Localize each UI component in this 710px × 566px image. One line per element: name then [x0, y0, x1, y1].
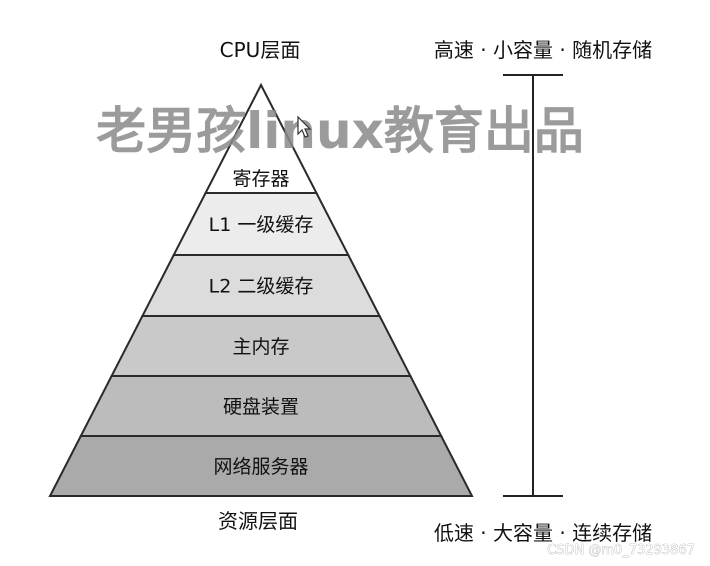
pyramid-tier-label-5: 硬盘装置	[223, 396, 299, 418]
pyramid-tier-label-2: L1 一级缓存	[209, 214, 314, 236]
watermark-text: 老男孩linux教育出品	[96, 102, 584, 160]
mouse-cursor-icon	[297, 115, 312, 138]
scale-bottom-text: 低速 · 大容量 · 连续存储	[434, 521, 652, 545]
pyramid	[48, 82, 474, 497]
bottom-label: 资源层面	[218, 509, 298, 533]
pyramid-tier-label-6: 网络服务器	[213, 456, 308, 478]
credit-text: CSDN @m0_73293867	[547, 543, 695, 558]
pyramid-tier-label-3: L2 二级缓存	[209, 276, 314, 298]
pyramid-tier-6	[48, 435, 474, 497]
top-label: CPU层面	[220, 38, 301, 62]
pyramid-tier-label-4: 主内存	[232, 336, 289, 358]
pyramid-tier-label-1: 寄存器	[232, 168, 289, 190]
scale-top-text: 高速 · 小容量 · 随机存储	[434, 38, 652, 62]
scale-bar	[503, 74, 563, 497]
